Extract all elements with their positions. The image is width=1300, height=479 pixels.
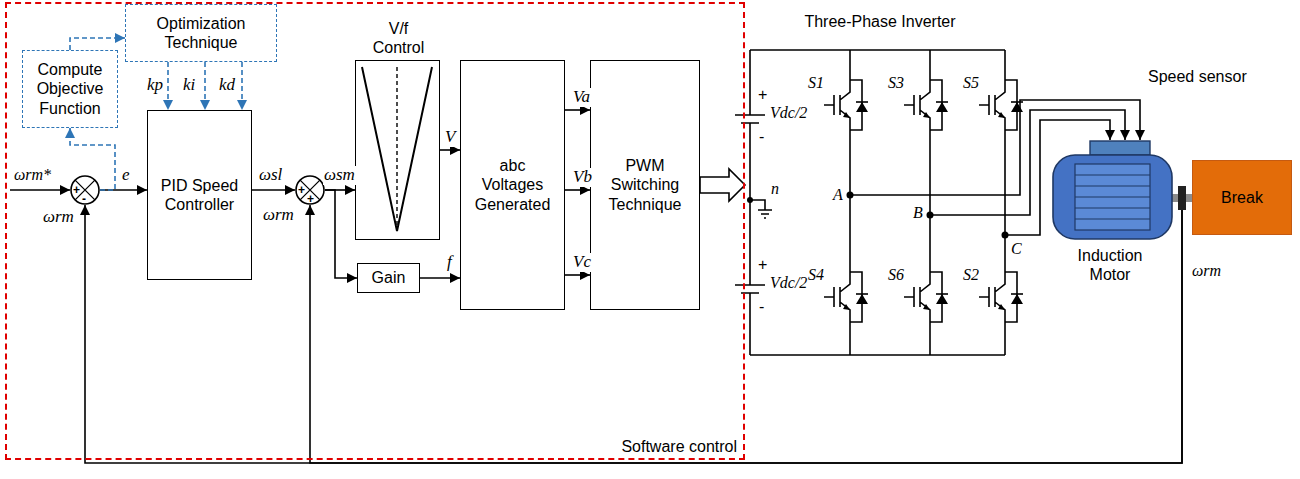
input-arrow — [10, 189, 70, 191]
optimization-box: Optimization Technique — [125, 4, 277, 62]
node-text: Break — [1221, 188, 1263, 207]
igbt-switches — [824, 70, 1023, 332]
inverter-area: Three-Phase Inverter — [745, 12, 1015, 357]
node-text: abc Voltages Generated — [473, 156, 553, 214]
node-text: PID Speed Controller — [160, 176, 240, 214]
inverter-circuit — [735, 50, 1005, 355]
gain-box: Gain — [357, 263, 420, 293]
node-text: + — [298, 184, 305, 196]
node-label: n — [771, 180, 779, 198]
node-text: Three-Phase Inverter — [745, 12, 1015, 31]
signal-label: ωrm — [42, 208, 75, 227]
signal-line — [440, 149, 460, 151]
junction-dots — [747, 192, 1009, 239]
switch-label: S3 — [888, 74, 904, 92]
signal-line — [325, 190, 357, 278]
motor-body — [1045, 140, 1175, 240]
phase-label: C — [1011, 240, 1022, 258]
signal-line — [565, 189, 590, 191]
signal-arrow — [700, 169, 745, 201]
pwm-box: PWM Switching Technique — [590, 60, 700, 310]
objective-box: Compute Objective Function — [22, 50, 118, 128]
switch-label: S2 — [963, 266, 979, 284]
signal-label: f — [446, 253, 453, 272]
signal-line — [565, 274, 590, 276]
summing-junction: +- — [70, 175, 100, 205]
switch-label: S1 — [808, 74, 824, 92]
signal-label: Va — [572, 88, 591, 107]
tuning-arrow — [241, 62, 243, 110]
vf-control-box: V/f Control — [355, 60, 440, 240]
signal-label: ωsm — [323, 166, 356, 185]
node-text: V/f Control — [363, 19, 435, 57]
signal-line — [100, 189, 147, 191]
node-text: Software control — [621, 437, 737, 456]
summing-junction: ++ — [295, 175, 325, 205]
signal-line — [420, 277, 460, 279]
speed-sensor — [1178, 186, 1186, 210]
signal-label: Vb — [572, 168, 593, 187]
signal-line — [252, 189, 295, 191]
signal-label: ωrm — [1192, 262, 1221, 280]
abc-box: abc Voltages Generated — [460, 60, 565, 310]
signal-label: e — [121, 166, 131, 185]
node-text: Optimization Technique — [131, 14, 271, 52]
voltage-label: Vdc/2 — [770, 274, 807, 292]
node-text: - — [82, 193, 86, 205]
pid-box: PID Speed Controller — [147, 110, 252, 280]
polarity-sign: - — [759, 128, 764, 146]
signal-label: ωrm — [262, 206, 295, 225]
signal-line — [310, 205, 1182, 463]
vf-curve — [356, 61, 438, 238]
node-text: Gain — [372, 268, 406, 287]
signal-label: kp — [146, 76, 164, 95]
induction-motor: Induction Motor — [1045, 140, 1175, 290]
tuning-arrow — [167, 62, 169, 110]
node-text: PWM Switching Technique — [603, 156, 688, 214]
phase-label: B — [913, 204, 923, 222]
polarity-sign: + — [758, 86, 767, 104]
voltage-label: Vdc/2 — [770, 104, 807, 122]
tuning-arrow — [70, 38, 125, 50]
node-text: + — [307, 193, 314, 205]
tuning-arrow — [204, 62, 206, 110]
switch-label: S4 — [808, 266, 824, 284]
brake-box: Break — [1192, 160, 1292, 235]
polarity-sign: + — [758, 256, 767, 274]
sensor-label: Speed sensor — [1148, 68, 1247, 86]
switch-label: S5 — [963, 74, 979, 92]
node-text: Compute Objective Function — [27, 60, 113, 118]
node-text: + — [73, 184, 80, 196]
polarity-sign: - — [759, 298, 764, 316]
switch-label: S6 — [888, 266, 904, 284]
signal-label: ki — [182, 76, 196, 95]
signal-line — [565, 109, 590, 111]
node-text: Induction Motor — [1060, 246, 1160, 284]
signal-label: Vc — [572, 253, 592, 272]
signal-label: ωsl — [258, 166, 283, 185]
signal-label: V — [444, 128, 456, 147]
phase-label: A — [833, 186, 843, 204]
input-signal: ωrm* — [14, 166, 51, 184]
signal-label: kd — [218, 76, 236, 95]
software-region: Software control Compute Objective Functi… — [5, 2, 745, 460]
